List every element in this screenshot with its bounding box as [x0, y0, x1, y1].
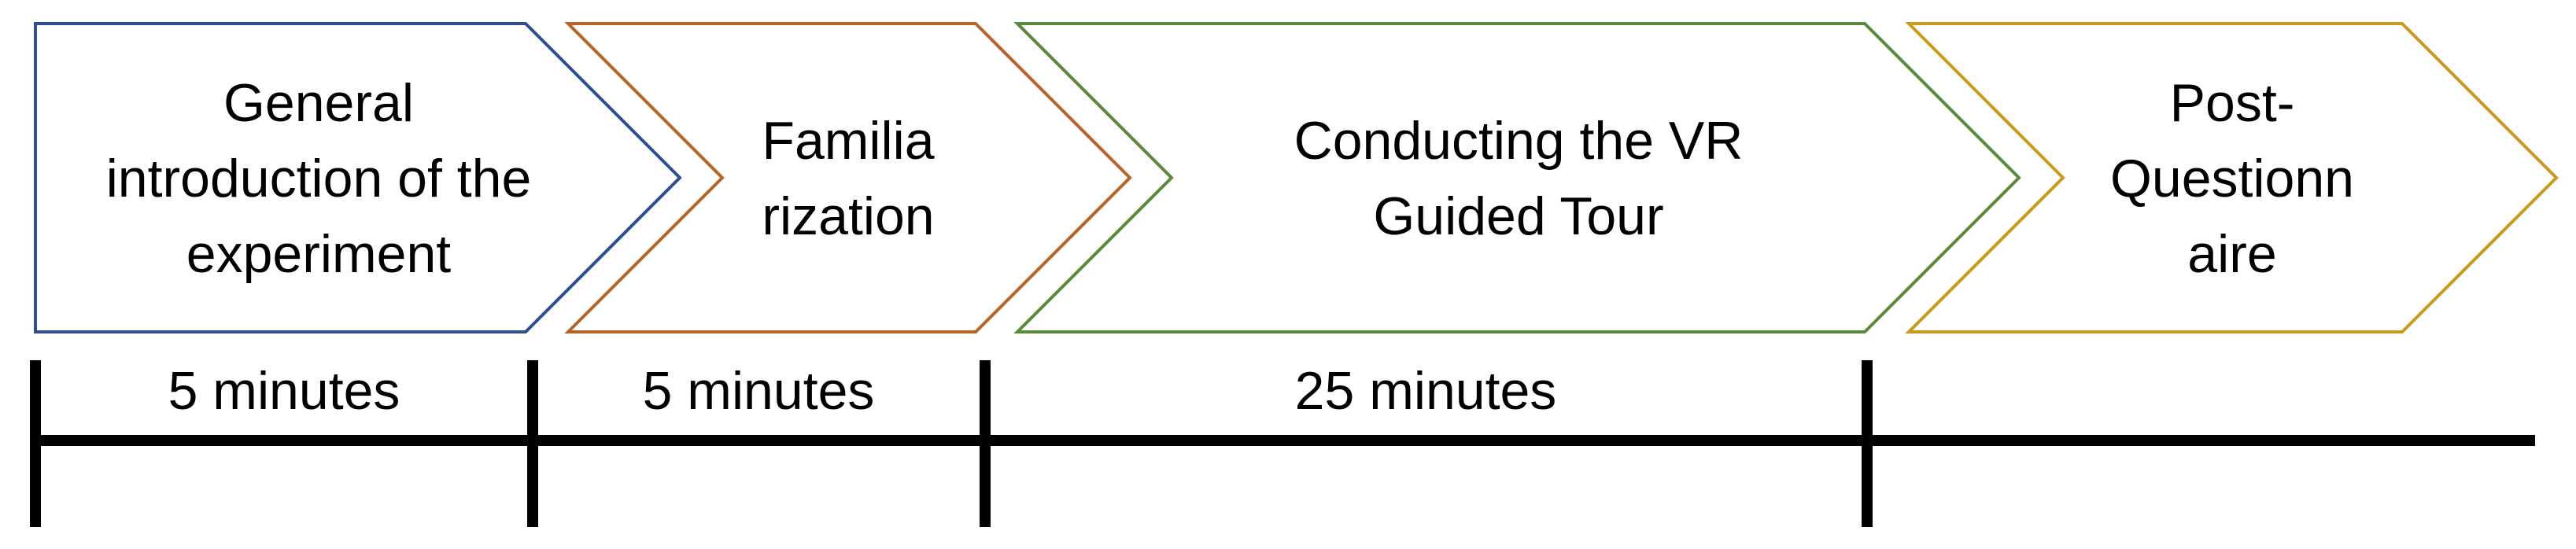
- step-familiarization: Familia rization: [564, 22, 1132, 333]
- step-familiarization-label-line: rization: [762, 186, 934, 246]
- step-intro-label-line: General: [223, 73, 414, 133]
- step-vr-tour-label-line: Conducting the VR: [1294, 111, 1744, 171]
- step-post-questionnaire: Post- Questionn aire: [1905, 22, 2559, 333]
- step-intro-label-line: experiment: [186, 224, 451, 284]
- step-intro: General introduction of the experiment: [34, 22, 682, 333]
- step-intro-chevron: [34, 22, 682, 333]
- duration-label: 25 minutes: [1295, 361, 1557, 421]
- step-vr-tour-chevron: [1013, 22, 2021, 333]
- step-post-questionnaire-label-line: Questionn: [2110, 149, 2354, 208]
- duration-label: 5 minutes: [168, 361, 400, 421]
- step-familiarization-label-line: Familia: [762, 111, 934, 171]
- chevron-steps: General introduction of the experiment Fami…: [34, 22, 2559, 333]
- step-vr-tour: Conducting the VR Guided Tour: [1013, 22, 2021, 333]
- step-post-questionnaire-label-line: aire: [2187, 224, 2276, 284]
- step-post-questionnaire-label-line: Post-: [2170, 73, 2295, 133]
- step-post-questionnaire-chevron: [1905, 22, 2559, 333]
- step-familiarization-chevron: [564, 22, 1132, 333]
- duration-label: 5 minutes: [643, 361, 875, 421]
- timeline: [30, 360, 2535, 527]
- step-intro-label-line: introduction of the: [106, 149, 532, 208]
- duration-labels: 5 minutes 5 minutes 25 minutes: [168, 361, 1557, 421]
- step-vr-tour-label-line: Guided Tour: [1373, 186, 1663, 246]
